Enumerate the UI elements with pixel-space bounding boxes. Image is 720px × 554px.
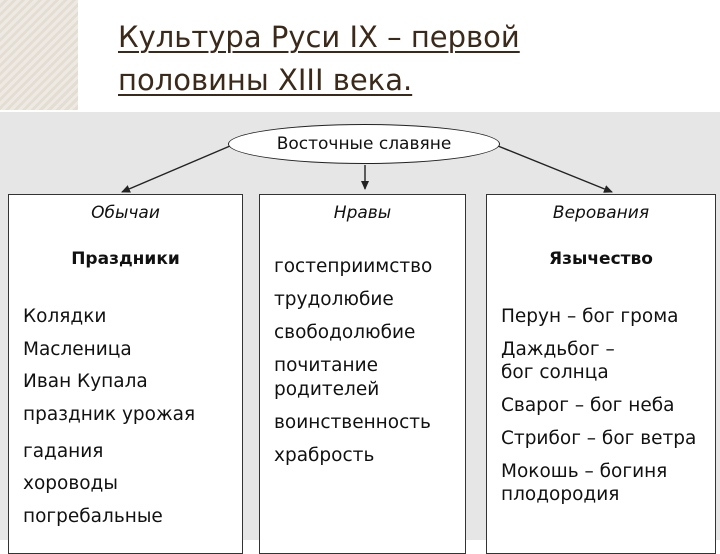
column-morals: Нравы гостеприимство трудолюбие свободол…: [259, 194, 466, 554]
column-subheading: Праздники: [71, 249, 180, 269]
root-node: Восточные славяне: [228, 124, 500, 164]
slide-title-line-2: половины XIII века.: [118, 63, 413, 97]
column-customs: Обычаи Праздники Колядки Масленица Иван …: [8, 194, 243, 554]
decorative-corner: [0, 0, 78, 110]
column-list: гостеприимство трудолюбие свободолюбие п…: [274, 255, 432, 477]
list-item: Мокошь – богиня плодородия: [501, 461, 668, 505]
column-list: Колядки Масленица Иван Купала праздник у…: [23, 305, 195, 537]
slide-title-line-1: Культура Руси IX – первой: [118, 20, 520, 54]
list-item: свободолюбие: [274, 322, 416, 343]
list-item: гадания: [23, 440, 104, 462]
list-item: гостеприимство: [274, 256, 433, 277]
column-subheading: Язычество: [549, 249, 653, 269]
list-item: хороводы: [23, 473, 118, 494]
list-item: почитание родителей: [274, 355, 380, 400]
column-heading: Обычаи: [91, 203, 160, 223]
list-item: Сварог – бог неба: [501, 395, 675, 416]
list-item: воинственность: [274, 412, 431, 433]
list-item: праздник урожая: [23, 403, 196, 425]
list-item: Стрибог – бог ветра: [501, 428, 697, 449]
list-item: Перун – бог грома: [501, 306, 679, 327]
list-item: храбрость: [274, 445, 375, 466]
slide-title: Культура Руси IX – первой половины XIII …: [118, 16, 698, 102]
list-item: трудолюбие: [274, 289, 394, 310]
list-item: Колядки: [23, 306, 107, 327]
column-list: Перун – бог грома Даждьбог – бог солнца …: [501, 305, 696, 516]
column-beliefs: Верования Язычество Перун – бог грома Да…: [486, 194, 716, 554]
list-item: Масленица: [23, 338, 132, 360]
list-item: Иван Купала: [23, 371, 148, 392]
list-item: погребальные: [23, 505, 163, 527]
column-heading: Верования: [552, 203, 650, 223]
column-heading: Нравы: [333, 203, 392, 223]
list-item: Даждьбог – бог солнца: [501, 339, 615, 383]
